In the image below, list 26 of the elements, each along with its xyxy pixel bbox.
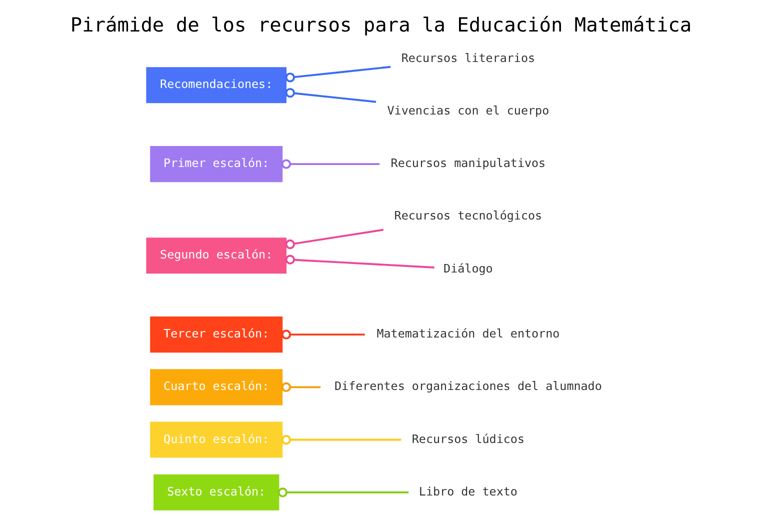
node-text: Recursos lúdicos [412,432,524,446]
node-box: Recomendaciones: [146,67,286,104]
connector [285,254,434,268]
diagram-title: Pirámide de los recursos para la Educación Matemática [70,14,692,37]
node-box: Segundo escalón: [146,238,286,274]
connector [281,159,380,169]
node-text: Matematización del entorno [376,326,560,341]
node-box: Tercer escalón: [150,316,283,353]
node-text: Diálogo [444,261,493,276]
connector [281,382,321,392]
node-text: Recursos literarios [401,50,536,65]
node-text: Diferentes organizaciones del alumnado [334,379,602,394]
node-box: Sexto escalón: [154,474,280,510]
connector [281,434,402,445]
connector [278,488,409,498]
connector [281,330,365,340]
node-text: Recursos tecnológicos [394,208,542,223]
connector [285,66,391,82]
node-box: Primer escalón: [150,146,283,182]
connector [285,228,384,250]
node-box: Cuarto escalón: [150,369,283,406]
node-box: Quinto escalón: [150,422,283,458]
node-text: Libro de texto [418,484,518,498]
connector [285,88,376,103]
node-text: Vivencias con el cuerpo [387,103,550,118]
node-text: Recursos manipulativos [390,156,546,170]
